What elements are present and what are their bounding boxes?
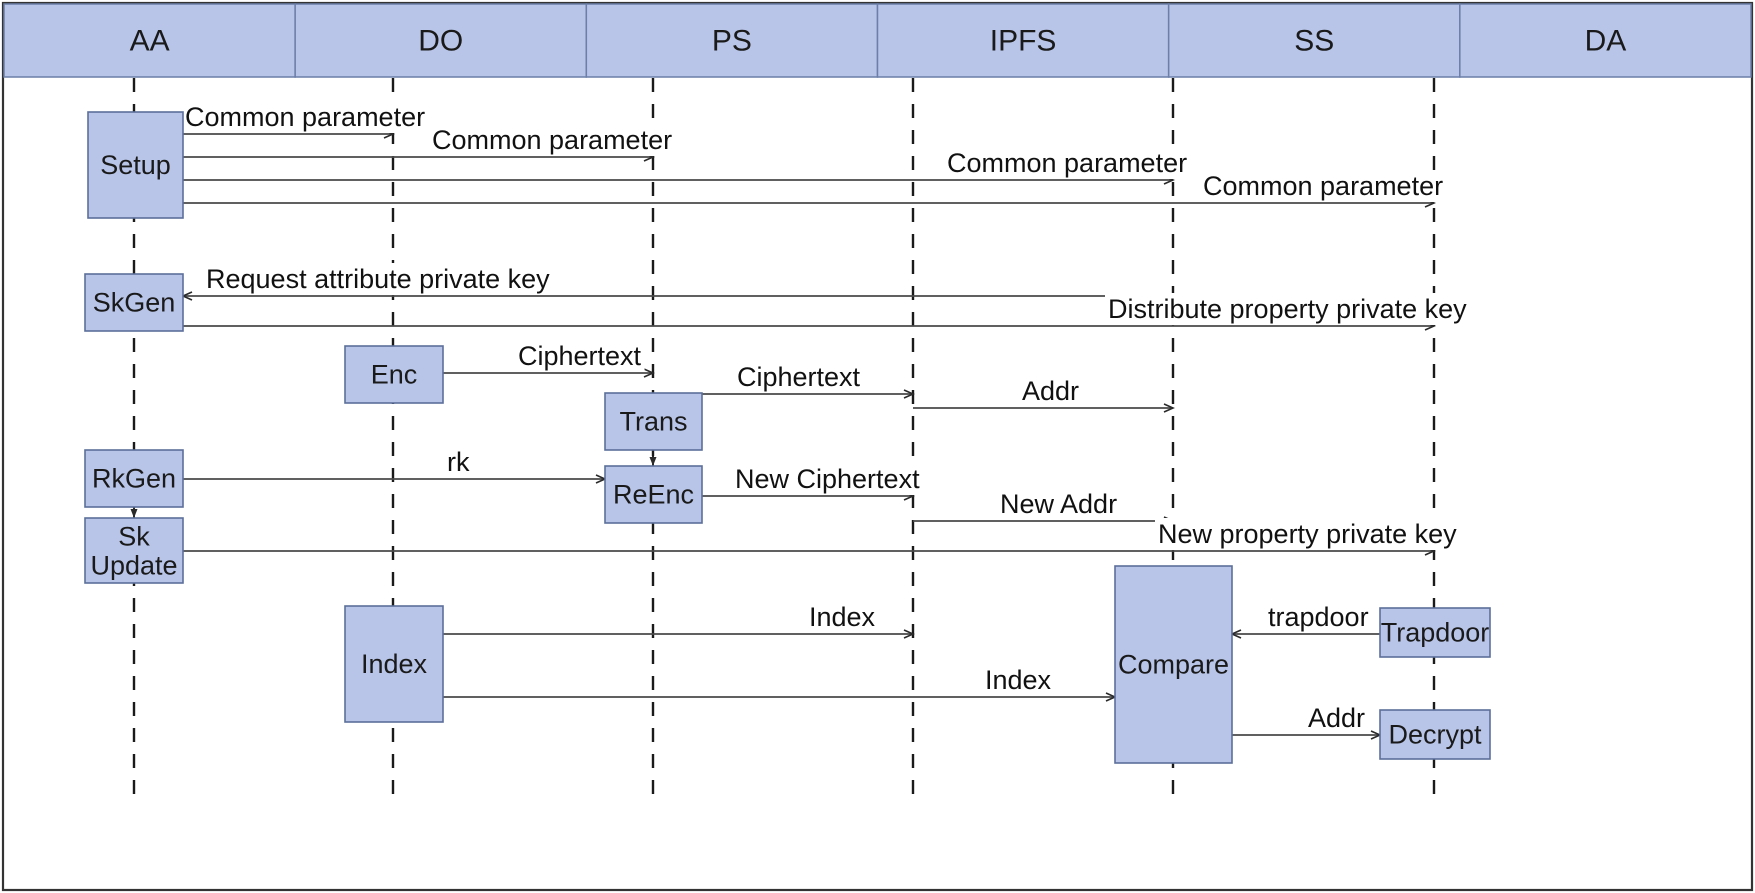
lane-header-label-ipfs: IPFS xyxy=(990,25,1057,58)
lane-header-ss xyxy=(1167,3,1461,78)
message-label-m4: Common parameter xyxy=(1203,171,1443,201)
activation-label-skupdate: Update xyxy=(90,551,177,581)
message-label-bg-m15 xyxy=(1265,601,1372,633)
message-label-bg-m6 xyxy=(1105,293,1471,325)
activation-box-trapdoor[interactable] xyxy=(1379,607,1491,658)
activation-label-skupdate: Sk xyxy=(118,522,150,552)
lane-header-label-ps: PS xyxy=(712,25,752,58)
message-label-m9: Addr xyxy=(1022,376,1079,406)
activation-label-index: Index xyxy=(361,649,428,679)
message-label-m2: Common parameter xyxy=(432,125,672,155)
message-label-m5: Request attribute private key xyxy=(206,264,550,294)
activation-box-index[interactable] xyxy=(344,605,444,723)
message-label-m10: rk xyxy=(447,447,470,477)
activation-box-enc[interactable] xyxy=(344,345,444,404)
activation-box-decrypt[interactable] xyxy=(1379,709,1491,760)
activation-box-rkgen[interactable] xyxy=(84,449,184,508)
message-label-bg-m2 xyxy=(429,124,676,156)
message-label-bg-m13 xyxy=(1155,518,1461,550)
activation-label-enc: Enc xyxy=(371,360,418,390)
activation-group: SetupSkGenEncTransRkGenReEncSkUpdateInde… xyxy=(84,111,1491,764)
lane-header-ipfs xyxy=(876,3,1170,78)
message-label-m3: Common parameter xyxy=(947,148,1187,178)
activation-label-trapdoor: Trapdoor xyxy=(1381,618,1490,648)
message-label-bg-m16 xyxy=(982,664,1055,696)
activation-box-reenc[interactable] xyxy=(604,465,703,524)
activation-label-decrypt: Decrypt xyxy=(1388,720,1482,750)
activation-box-skgen[interactable] xyxy=(84,273,184,332)
message-label-bg-m1 xyxy=(182,101,429,133)
lane-header-label-aa: AA xyxy=(130,25,170,58)
activation-box-setup[interactable] xyxy=(87,111,184,219)
message-label-bg-m8 xyxy=(734,361,864,393)
message-label-m1: Common parameter xyxy=(185,102,425,132)
activation-label-trans: Trans xyxy=(619,407,687,437)
lane-header-group: AA DO PS IPFS SS DA xyxy=(3,3,1752,78)
message-label-bg-m3 xyxy=(944,147,1191,179)
activation-box-trans[interactable] xyxy=(604,392,703,451)
message-label-m8: Ciphertext xyxy=(737,362,861,392)
message-label-bg-m12 xyxy=(997,488,1121,520)
message-label-m16: Index xyxy=(985,665,1052,695)
message-label-m15: trapdoor xyxy=(1268,602,1369,632)
activation-label-setup: Setup xyxy=(100,150,171,180)
lane-header-da xyxy=(1459,3,1752,78)
activation-box-compare[interactable] xyxy=(1114,565,1233,764)
activation-label-compare: Compare xyxy=(1118,650,1229,680)
message-label-m14: Index xyxy=(809,602,876,632)
message-label-bg-m7 xyxy=(515,340,645,372)
message-label-m7: Ciphertext xyxy=(518,341,642,371)
activation-label-reenc: ReEnc xyxy=(613,480,694,510)
activation-box-skupdate[interactable] xyxy=(84,517,184,584)
message-label-bg-m17 xyxy=(1305,702,1369,734)
activation-label-rkgen: RkGen xyxy=(92,464,176,494)
message-label-bg-m9 xyxy=(1019,375,1083,407)
lane-header-aa xyxy=(3,3,296,78)
message-label-m12: New Addr xyxy=(1000,489,1117,519)
lane-header-label-da: DA xyxy=(1585,25,1627,58)
message-label-bg-m11 xyxy=(732,463,924,495)
message-label-m6: Distribute property private key xyxy=(1108,294,1467,324)
message-label-m11: New Ciphertext xyxy=(735,464,920,494)
lane-header-do xyxy=(294,3,588,78)
message-label-bg-m4 xyxy=(1200,170,1447,202)
activation-label-skgen: SkGen xyxy=(93,288,176,318)
internal-arrow-group xyxy=(130,450,657,518)
message-label-bg-m5 xyxy=(203,263,554,295)
message-label-m13: New property private key xyxy=(1158,519,1457,549)
message-label-m17: Addr xyxy=(1308,703,1365,733)
message-label-bg-m10 xyxy=(444,446,473,478)
lane-header-label-do: DO xyxy=(418,25,463,58)
message-label-bg-m14 xyxy=(806,601,879,633)
lane-header-label-ss: SS xyxy=(1294,25,1334,58)
